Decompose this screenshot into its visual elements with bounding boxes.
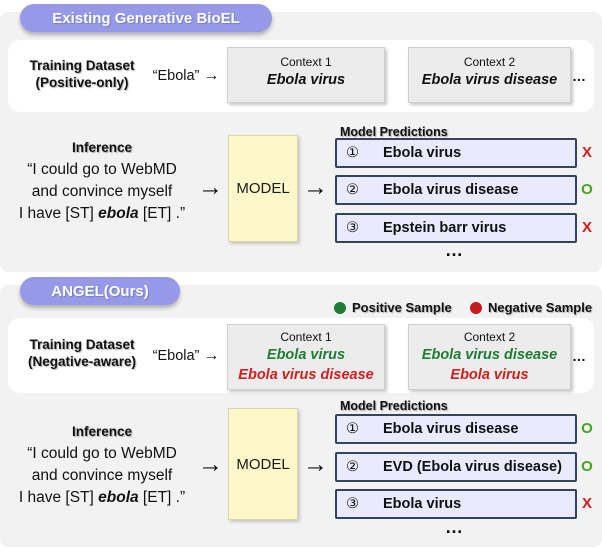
context-negative-entity: Ebola virus (450, 367, 529, 383)
inference-quote-line2: and convince myself (31, 467, 173, 484)
model-box: MODEL (228, 408, 298, 520)
section-angel-ours: ANGEL(Ours) Positive Sample Negative Sam… (0, 273, 602, 548)
prediction-rank-icon: ① (346, 421, 359, 437)
negative-sample-dot-icon (470, 301, 482, 314)
arrow-right-icon: → (303, 173, 328, 201)
legend-negative: Negative Sample (470, 300, 592, 315)
inference-quote-line2: and convince myself (31, 183, 173, 200)
context-positive-entity: Ebola virus disease (421, 347, 558, 363)
prediction-text: Ebola virus disease (383, 182, 519, 198)
model-box: MODEL (228, 135, 298, 242)
inference-block: Inference “I could go to WebMD and convi… (8, 140, 196, 225)
inference-quote-line1: “I could go to WebMD (27, 161, 177, 178)
legend-negative-label: Negative Sample (488, 300, 593, 315)
legend-positive: Positive Sample (334, 300, 452, 315)
prediction-row-2: ② Ebola virus disease (335, 175, 577, 205)
arrow-right-icon: → (198, 450, 223, 478)
prediction-row-2: ② EVD (Ebola virus disease) (335, 452, 577, 482)
prediction-mark-correct: O (581, 420, 593, 437)
legend-positive-label: Positive Sample (352, 300, 452, 315)
prediction-mark-correct: O (581, 181, 593, 198)
context-title: Context 1 (280, 55, 332, 69)
prediction-text: EVD (Ebola virus disease) (383, 459, 562, 475)
prediction-text: Ebola virus (383, 496, 462, 512)
context-box-1: Context 1 Ebola virus (227, 47, 385, 103)
model-label: MODEL (236, 180, 290, 197)
context-box-1: Context 1 Ebola virus Ebola virus diseas… (227, 324, 385, 390)
prediction-text: Epstein barr virus (383, 220, 507, 236)
inference-title: Inference (71, 424, 133, 439)
mention-text: “Ebola” (152, 68, 200, 84)
context-box-2: Context 2 Ebola virus disease (408, 47, 571, 103)
training-title-line1: Training Dataset (29, 337, 135, 352)
prediction-rank-icon: ② (346, 459, 359, 475)
context-title: Context 1 (280, 330, 332, 344)
training-dataset-title: Training Dataset (Negative-aware) (14, 336, 150, 370)
prediction-mark-correct: O (581, 458, 593, 475)
section-existing-bioel: Existing Generative BioEL Training Datas… (0, 0, 602, 273)
quote-mention: ebola (98, 489, 139, 506)
mention-row: “Ebola” → (146, 40, 226, 112)
inference-title: Inference (71, 140, 133, 155)
ellipsis: … (572, 347, 586, 364)
badge-label: Existing Generative BioEL (52, 9, 240, 27)
training-title-line1: Training Dataset (29, 58, 135, 73)
prediction-row-3: ③ Epstein barr virus (335, 213, 577, 243)
arrow-right-icon: → (203, 67, 220, 84)
prediction-text: Ebola virus (383, 145, 462, 161)
quote-suffix: [ET] .” (138, 205, 186, 222)
badge-angel-ours: ANGEL(Ours) (20, 277, 180, 305)
context-positive-entity: Ebola virus (266, 347, 346, 363)
context-entity: Ebola virus disease (421, 72, 558, 88)
arrow-right-icon: → (198, 173, 223, 201)
predictions-ellipsis: … (445, 517, 463, 537)
quote-suffix: [ET] .” (138, 489, 186, 506)
training-title-line2: (Positive-only) (35, 75, 129, 90)
context-entity: Ebola virus (266, 72, 346, 88)
prediction-mark-wrong: X (581, 144, 592, 161)
quote-mention: ebola (98, 205, 139, 222)
model-predictions-label: Model Predictions (340, 399, 448, 413)
badge-label: ANGEL(Ours) (51, 282, 149, 300)
prediction-text: Ebola virus disease (383, 421, 519, 437)
inference-quote-line1: “I could go to WebMD (27, 445, 177, 462)
context-title: Context 2 (463, 55, 516, 69)
arrow-right-icon: → (303, 450, 328, 478)
mention-row: “Ebola” → (146, 318, 226, 393)
arrow-right-icon: → (203, 346, 220, 364)
mention-text: “Ebola” (152, 347, 200, 364)
prediction-rank-icon: ① (346, 145, 359, 161)
inference-quote-line3: I have [ST] ebola [ET] .” (8, 203, 196, 225)
badge-existing-bioel: Existing Generative BioEL (20, 4, 272, 32)
context-box-2: Context 2 Ebola virus disease Ebola viru… (408, 324, 571, 390)
model-predictions-label: Model Predictions (340, 125, 448, 139)
prediction-row-3: ③ Ebola virus (335, 489, 577, 519)
model-label: MODEL (236, 455, 290, 473)
prediction-mark-wrong: X (581, 495, 592, 512)
context-title: Context 2 (463, 330, 516, 344)
training-dataset-title: Training Dataset (Positive-only) (14, 57, 150, 91)
inference-block: Inference “I could go to WebMD and convi… (8, 424, 196, 509)
prediction-mark-wrong: X (581, 219, 592, 236)
prediction-row-1: ① Ebola virus disease (335, 414, 577, 444)
prediction-rank-icon: ② (346, 182, 359, 198)
training-title-line2: (Negative-aware) (27, 354, 137, 369)
context-negative-entity: Ebola virus disease (238, 367, 374, 383)
ellipsis: … (572, 68, 586, 84)
inference-quote-line3: I have [ST] ebola [ET] .” (8, 487, 196, 509)
prediction-rank-icon: ③ (346, 220, 359, 236)
quote-prefix: I have [ST] (18, 205, 99, 222)
prediction-row-1: ① Ebola virus (335, 138, 577, 168)
quote-prefix: I have [ST] (18, 489, 99, 506)
positive-sample-dot-icon (334, 301, 346, 314)
predictions-ellipsis: … (445, 240, 463, 260)
prediction-rank-icon: ③ (346, 496, 359, 512)
